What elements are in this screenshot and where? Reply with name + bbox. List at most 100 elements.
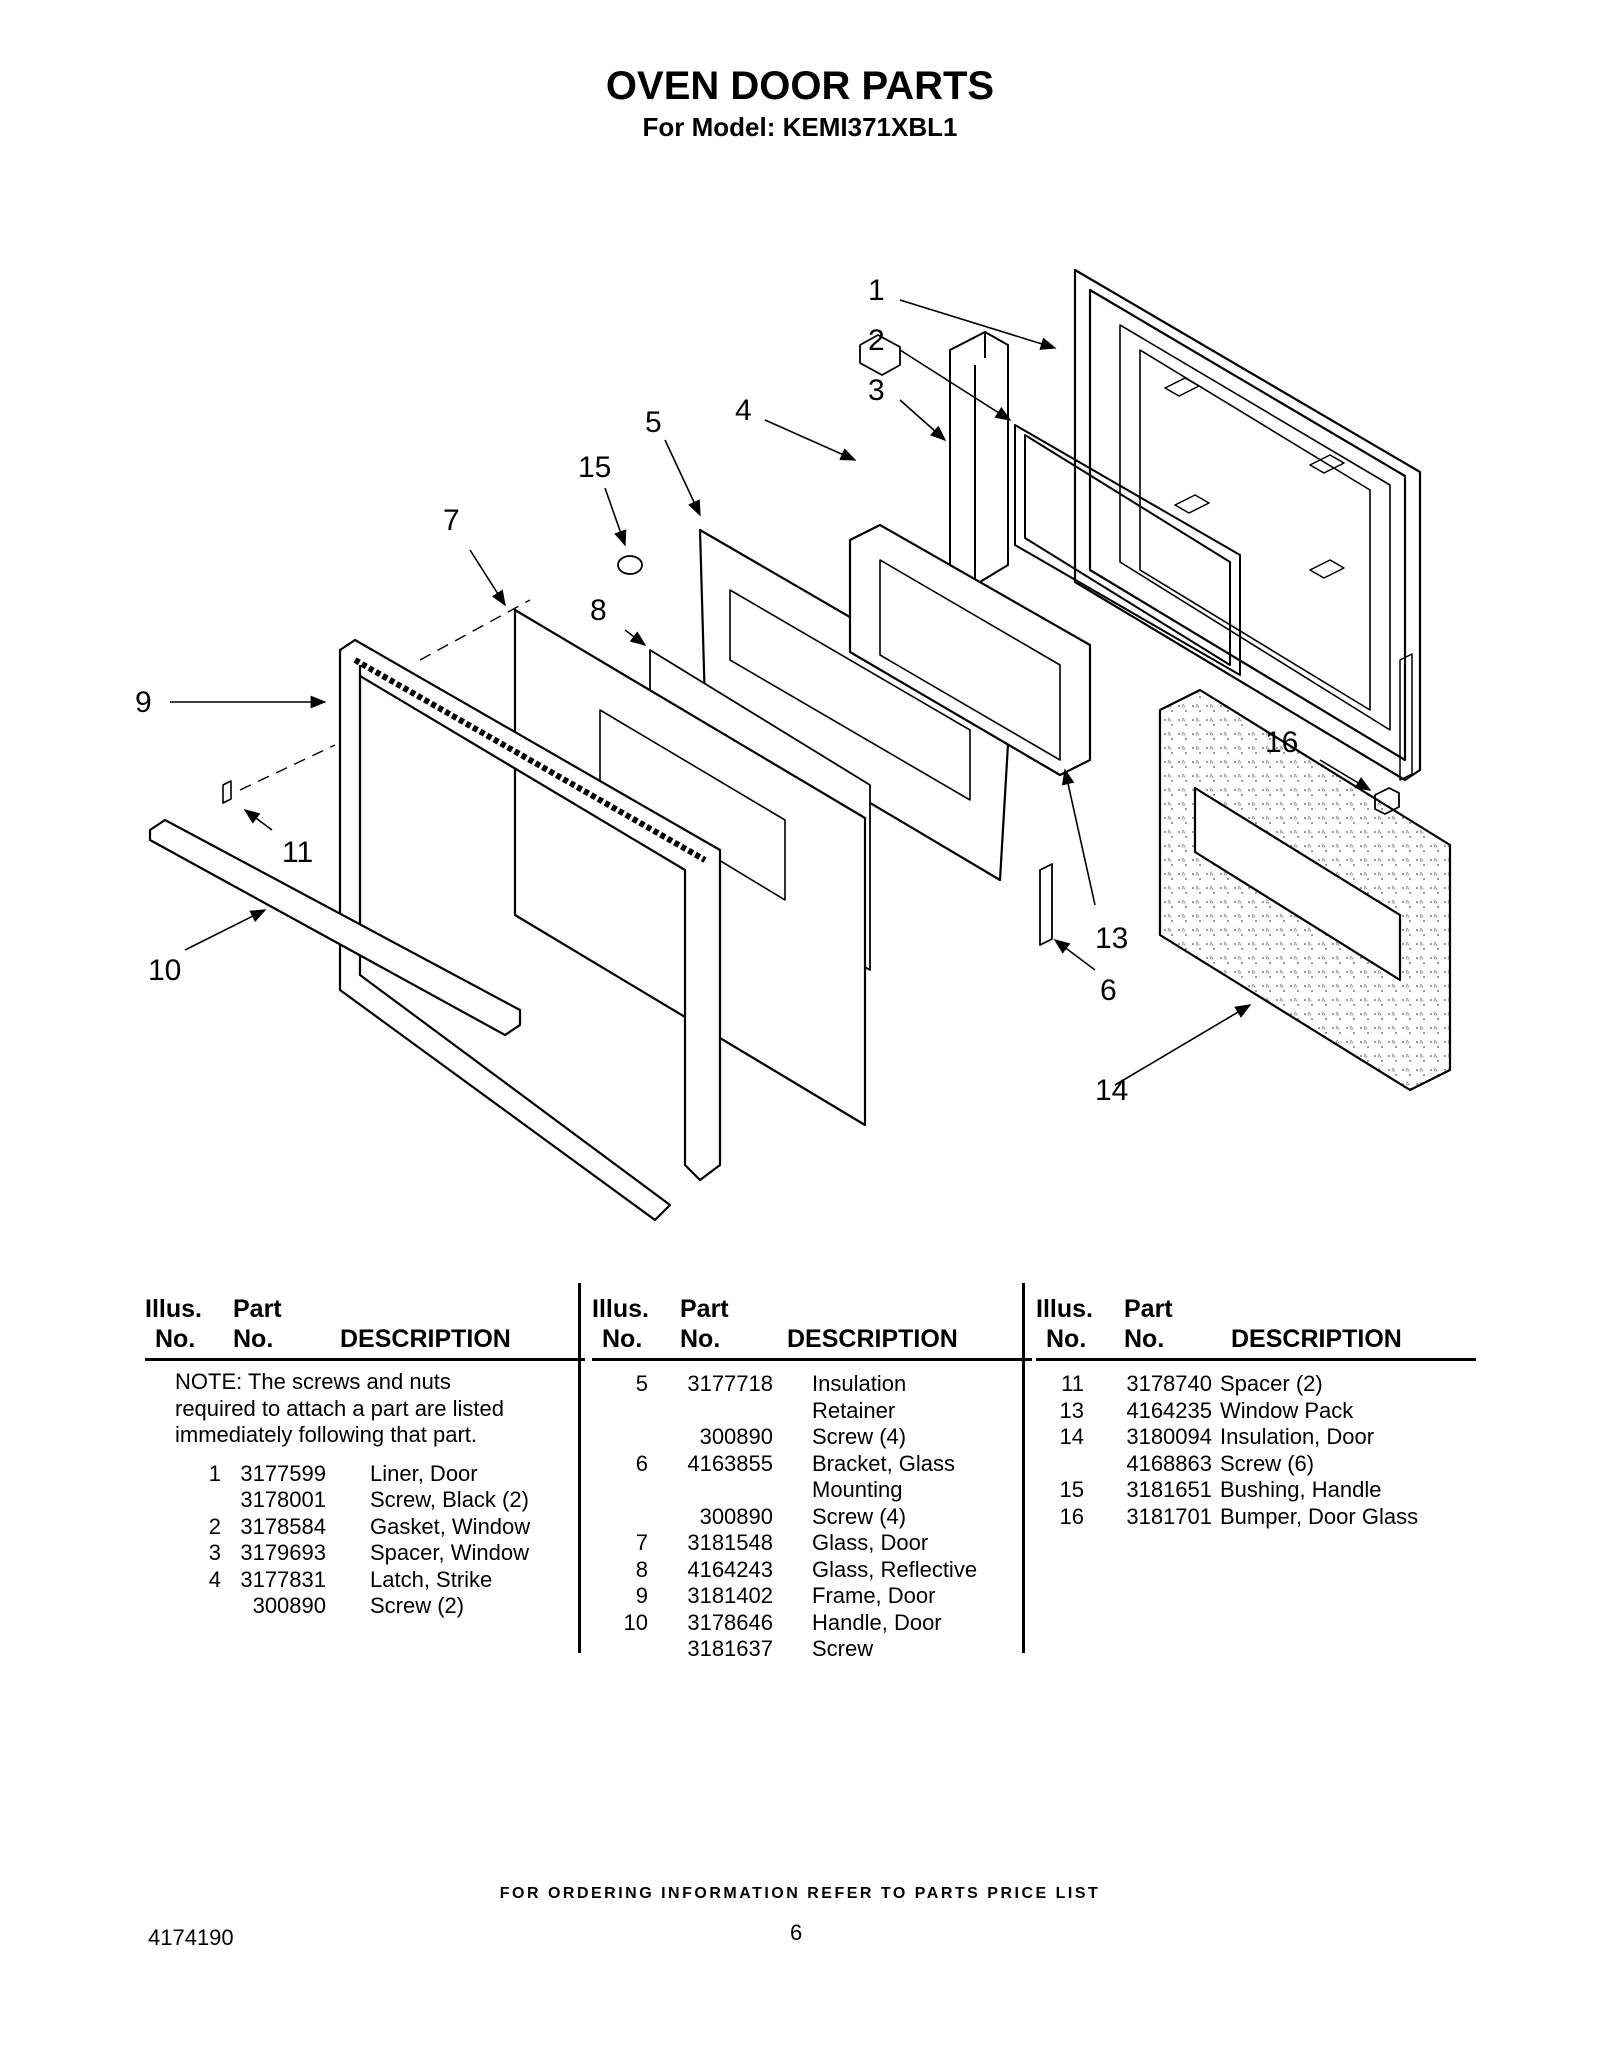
part-description: Mounting bbox=[812, 1477, 903, 1502]
model-subtitle: For Model: KEMI371XBL1 bbox=[642, 112, 958, 142]
part-number: 3181402 bbox=[687, 1583, 773, 1608]
callout-14: 14 bbox=[1095, 1074, 1128, 1107]
illus-number: 4 bbox=[208, 1566, 221, 1592]
table-row: 3 3179693 Spacer, Window bbox=[145, 1540, 585, 1567]
part-14-insulation bbox=[1158, 688, 1452, 1092]
part-3-spacer bbox=[949, 331, 1009, 586]
part-number: 3178001 bbox=[240, 1487, 326, 1512]
illus-number: 16 bbox=[1059, 1503, 1084, 1529]
illus-number: 14 bbox=[1059, 1424, 1084, 1449]
illus-number: 15 bbox=[1059, 1477, 1084, 1502]
part-description: Frame, Door bbox=[812, 1583, 936, 1608]
table-row: Mounting bbox=[592, 1477, 1032, 1504]
page-title: OVEN DOOR PARTS bbox=[605, 64, 995, 108]
part-description: Liner, Door bbox=[370, 1460, 478, 1486]
header-illus: Illus. bbox=[592, 1295, 649, 1323]
table-header: Illus. No. Part No. DESCRIPTION bbox=[1036, 1290, 1476, 1361]
table-row: 4 3177831 Latch, Strike bbox=[145, 1567, 585, 1594]
column-divider bbox=[578, 1283, 581, 1653]
illus-number: 1 bbox=[208, 1460, 221, 1486]
column-divider bbox=[1022, 1283, 1025, 1653]
exploded-parts-diagram: 1 2 3 4 5 15 7 8 9 11 10 13 6 14 16 bbox=[135, 268, 1452, 1222]
callout-6: 6 bbox=[1100, 974, 1117, 1007]
header-part: Part bbox=[1124, 1295, 1173, 1323]
part-description: Spacer (2) bbox=[1220, 1371, 1323, 1396]
part-number: 300890 bbox=[252, 1593, 326, 1618]
table-row: Retainer bbox=[592, 1398, 1032, 1425]
parts-column-1: Illus. No. Part No. DESCRIPTION NOTE: Th… bbox=[145, 1290, 585, 1620]
callout-2: 2 bbox=[868, 324, 885, 357]
header-illus-no: No. bbox=[155, 1325, 196, 1353]
part-description: Glass, Door bbox=[812, 1530, 929, 1555]
header-illus: Illus. bbox=[1036, 1295, 1093, 1323]
part-description: Handle, Door bbox=[812, 1609, 942, 1635]
callout-15: 15 bbox=[578, 451, 611, 484]
callout-5: 5 bbox=[645, 406, 662, 439]
part-1-door-liner bbox=[1073, 268, 1422, 782]
part-description: Window Pack bbox=[1220, 1397, 1354, 1423]
header-description: DESCRIPTION bbox=[1231, 1325, 1402, 1353]
header-part-no: No. bbox=[1124, 1325, 1165, 1353]
part-4-latch bbox=[859, 334, 901, 376]
callout-8: 8 bbox=[590, 594, 607, 627]
header-part: Part bbox=[680, 1295, 729, 1323]
part-number: 3178646 bbox=[687, 1609, 773, 1635]
part-number: 3177718 bbox=[687, 1371, 773, 1396]
table-row: 10 3178646 Handle, Door bbox=[592, 1610, 1032, 1637]
part-number: 3179693 bbox=[240, 1540, 326, 1565]
part-number: 3181701 bbox=[1126, 1503, 1212, 1529]
illus-number: 10 bbox=[623, 1609, 648, 1635]
part-description: Insulation bbox=[812, 1371, 907, 1396]
illus-number: 11 bbox=[1061, 1371, 1084, 1396]
part-number: 300890 bbox=[699, 1424, 773, 1449]
header-part-no: No. bbox=[233, 1325, 274, 1353]
part-2-gasket bbox=[1014, 424, 1241, 676]
table-row: 9 3181402 Frame, Door bbox=[592, 1583, 1032, 1610]
part-number: 3181651 bbox=[1126, 1477, 1212, 1502]
callout-10: 10 bbox=[148, 954, 181, 987]
part-number: 3177831 bbox=[240, 1566, 326, 1592]
part-description: Retainer bbox=[812, 1397, 896, 1423]
callout-7: 7 bbox=[443, 504, 460, 537]
illus-number: 3 bbox=[208, 1540, 221, 1565]
page-number: 6 bbox=[790, 1920, 803, 1945]
part-number: 3177599 bbox=[240, 1460, 326, 1486]
part-description: Screw (6) bbox=[1220, 1450, 1315, 1476]
header-illus-no: No. bbox=[1046, 1325, 1087, 1353]
header-part-no: No. bbox=[680, 1325, 721, 1353]
illus-number: 9 bbox=[635, 1583, 648, 1608]
callout-11: 11 bbox=[282, 836, 313, 869]
part-number: 3178584 bbox=[240, 1513, 326, 1539]
part-number: 4164243 bbox=[687, 1556, 773, 1582]
callout-9: 9 bbox=[135, 686, 152, 719]
part-description: Latch, Strike bbox=[370, 1566, 493, 1592]
part-number: 3181548 bbox=[687, 1530, 773, 1555]
callout-13: 13 bbox=[1095, 922, 1128, 955]
part-number: 4164235 bbox=[1126, 1397, 1212, 1423]
part-number: 4163855 bbox=[687, 1450, 773, 1476]
note-text: NOTE: The screws and nuts required to at… bbox=[175, 1369, 504, 1447]
illus-number: 2 bbox=[208, 1513, 221, 1539]
header-description: DESCRIPTION bbox=[787, 1325, 958, 1353]
part-description: Spacer, Window bbox=[370, 1540, 529, 1565]
header-part: Part bbox=[233, 1295, 282, 1323]
part-description: Bracket, Glass bbox=[812, 1450, 956, 1476]
illus-number: 13 bbox=[1059, 1397, 1084, 1423]
document-number: 4174190 bbox=[148, 1925, 234, 1950]
table-row: 1 3177599 Liner, Door bbox=[145, 1461, 585, 1488]
part-description: Insulation, Door bbox=[1220, 1424, 1375, 1449]
part-description: Glass, Reflective bbox=[812, 1556, 978, 1582]
